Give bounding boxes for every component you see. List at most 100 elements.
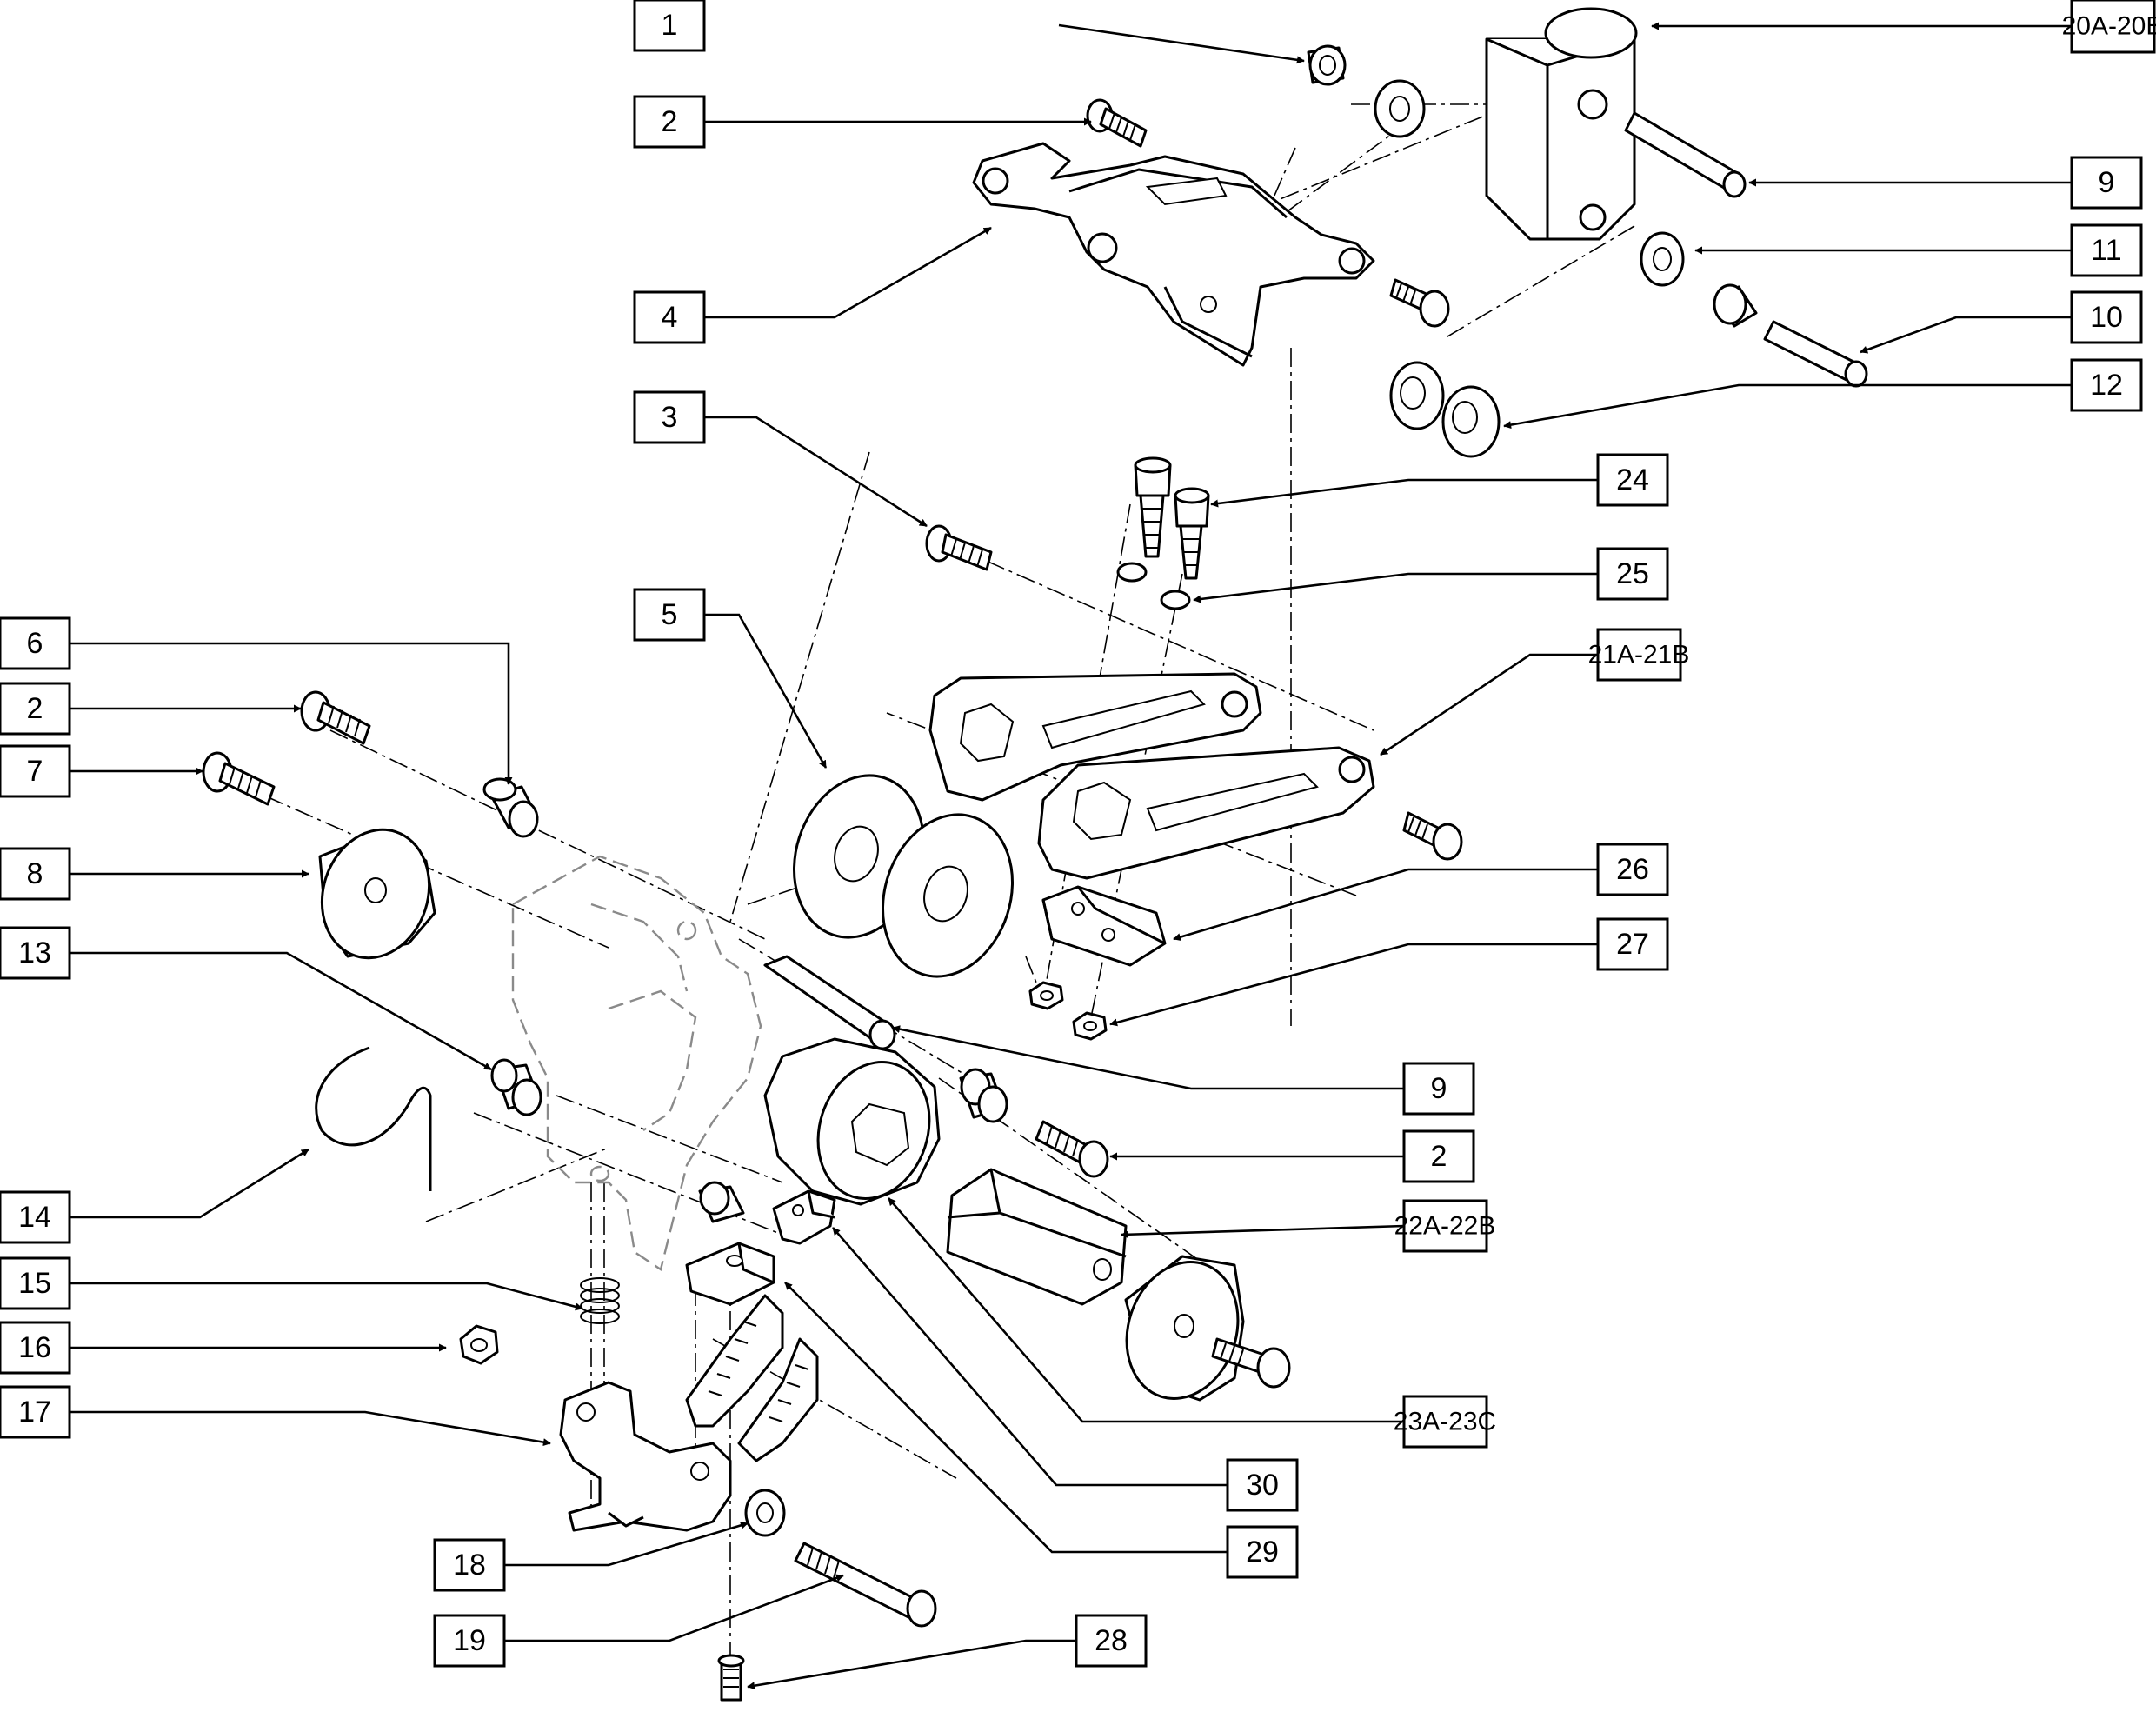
callout-13: 13 [0,926,71,980]
bolt-7-part [202,751,276,806]
callout-14: 14 [0,1190,71,1244]
svg-text:5: 5 [662,598,678,631]
svg-text:3: 3 [662,401,678,434]
washer-top-hole [1389,96,1410,122]
svg-text:30: 30 [1246,1469,1279,1502]
callout-23A-23C: 23A-23C [1394,1395,1496,1449]
callout-8: 8 [0,847,71,901]
spring-15-part [580,1277,620,1324]
svg-text:20A-20B: 20A-20B [2062,12,2156,41]
screws-24-part [1134,456,1210,580]
callout-18: 18 [433,1538,506,1592]
callout-21A-21B: 21A-21B [1588,628,1690,682]
callout-3: 3 [633,390,706,444]
bracket-17-part [559,1381,732,1532]
svg-text:23A-23C: 23A-23C [1394,1408,1496,1436]
nut-27b [1072,1011,1108,1041]
svg-text:19: 19 [453,1624,486,1657]
arm-21-back-part [928,672,1262,802]
svg-text:1: 1 [662,9,678,42]
callout-6: 6 [0,616,71,670]
bushing-1-part [1307,44,1347,86]
washer-18-part [744,1489,786,1537]
screw-28-part [717,1654,745,1702]
svg-text:9: 9 [2099,166,2115,199]
svg-text:22A-22B: 22A-22B [1394,1212,1496,1241]
callout-12: 12 [2070,358,2143,412]
spacer-10-part [1713,283,1758,328]
svg-text:18: 18 [453,1549,486,1582]
callout-2-left: 2 [0,682,71,736]
ghost-frame-outline [511,855,762,1271]
washer-25a [1116,562,1148,583]
svg-text:9: 9 [1431,1072,1447,1105]
svg-text:25: 25 [1616,557,1649,590]
svg-text:6: 6 [27,627,43,660]
wheel-right-part [1124,1255,1245,1402]
bushing-6-part [482,777,539,838]
svg-text:27: 27 [1616,928,1649,961]
callout-10: 10 [2070,290,2143,344]
callout-25: 25 [1596,547,1669,601]
bushing-2-right-part [959,1068,1008,1123]
clamp-block-part [1485,7,1638,241]
bolt-19-part [794,1542,937,1628]
callout-19: 19 [433,1614,506,1668]
callout-2-top: 2 [633,95,706,149]
washer-11-hole [1653,247,1672,271]
spring-wire-14-part [315,1046,432,1191]
svg-text:17: 17 [18,1396,51,1429]
callout-16: 16 [0,1321,71,1375]
callout-9-top: 9 [2070,156,2143,210]
hex-22-part [946,1168,1128,1306]
roller-12-part [1389,361,1501,458]
svg-text:2: 2 [662,105,678,138]
arm-21-front-part [1037,746,1375,880]
callout-15: 15 [0,1256,71,1310]
callout-30: 30 [1226,1458,1299,1512]
nut-27a [1028,981,1064,1010]
svg-text:2: 2 [1431,1140,1447,1173]
bolt-3-part [925,524,993,571]
svg-text:21A-21B: 21A-21B [1588,641,1690,669]
callout-7: 7 [0,744,71,798]
pin-top-part [1624,111,1747,198]
svg-text:4: 4 [662,301,678,334]
svg-text:10: 10 [2090,301,2123,334]
svg-text:28: 28 [1095,1624,1128,1657]
callout-26: 26 [1596,843,1669,896]
bushing-small-part [698,1181,745,1223]
bolt-arm-right-part [1402,811,1463,861]
ratchet-part [685,1294,819,1462]
svg-text:2: 2 [27,692,43,725]
svg-text:29: 29 [1246,1535,1279,1569]
pawl-30-part [772,1189,836,1245]
callout-24: 24 [1596,453,1669,507]
svg-text:15: 15 [18,1267,51,1300]
bolt-wheel-right-part [1211,1337,1291,1389]
nut-16-part [459,1324,499,1365]
callout-5: 5 [633,588,706,642]
washer-5b-part [881,813,1015,978]
callout-9-middle: 9 [1402,1062,1475,1116]
callout-11: 11 [2070,223,2143,277]
callout-28: 28 [1075,1614,1148,1668]
wheel-8-part [318,828,436,960]
washer-25b [1160,590,1191,610]
callout-2-right: 2 [1402,1129,1475,1183]
svg-text:7: 7 [27,755,43,788]
svg-text:11: 11 [2091,234,2121,267]
pin-9-middle-part [763,955,896,1050]
bolt-2-right-part [1035,1120,1109,1178]
svg-text:12: 12 [2090,369,2123,402]
bushing-13-part [490,1058,542,1116]
callout-27: 27 [1596,917,1669,971]
callout-29: 29 [1226,1525,1299,1579]
svg-text:8: 8 [27,857,43,890]
callout-4: 4 [633,290,706,344]
bolt-2-left-part [300,690,371,745]
block-26-part [1041,885,1167,967]
hub-23-part [763,1037,941,1206]
svg-text:14: 14 [18,1201,51,1234]
